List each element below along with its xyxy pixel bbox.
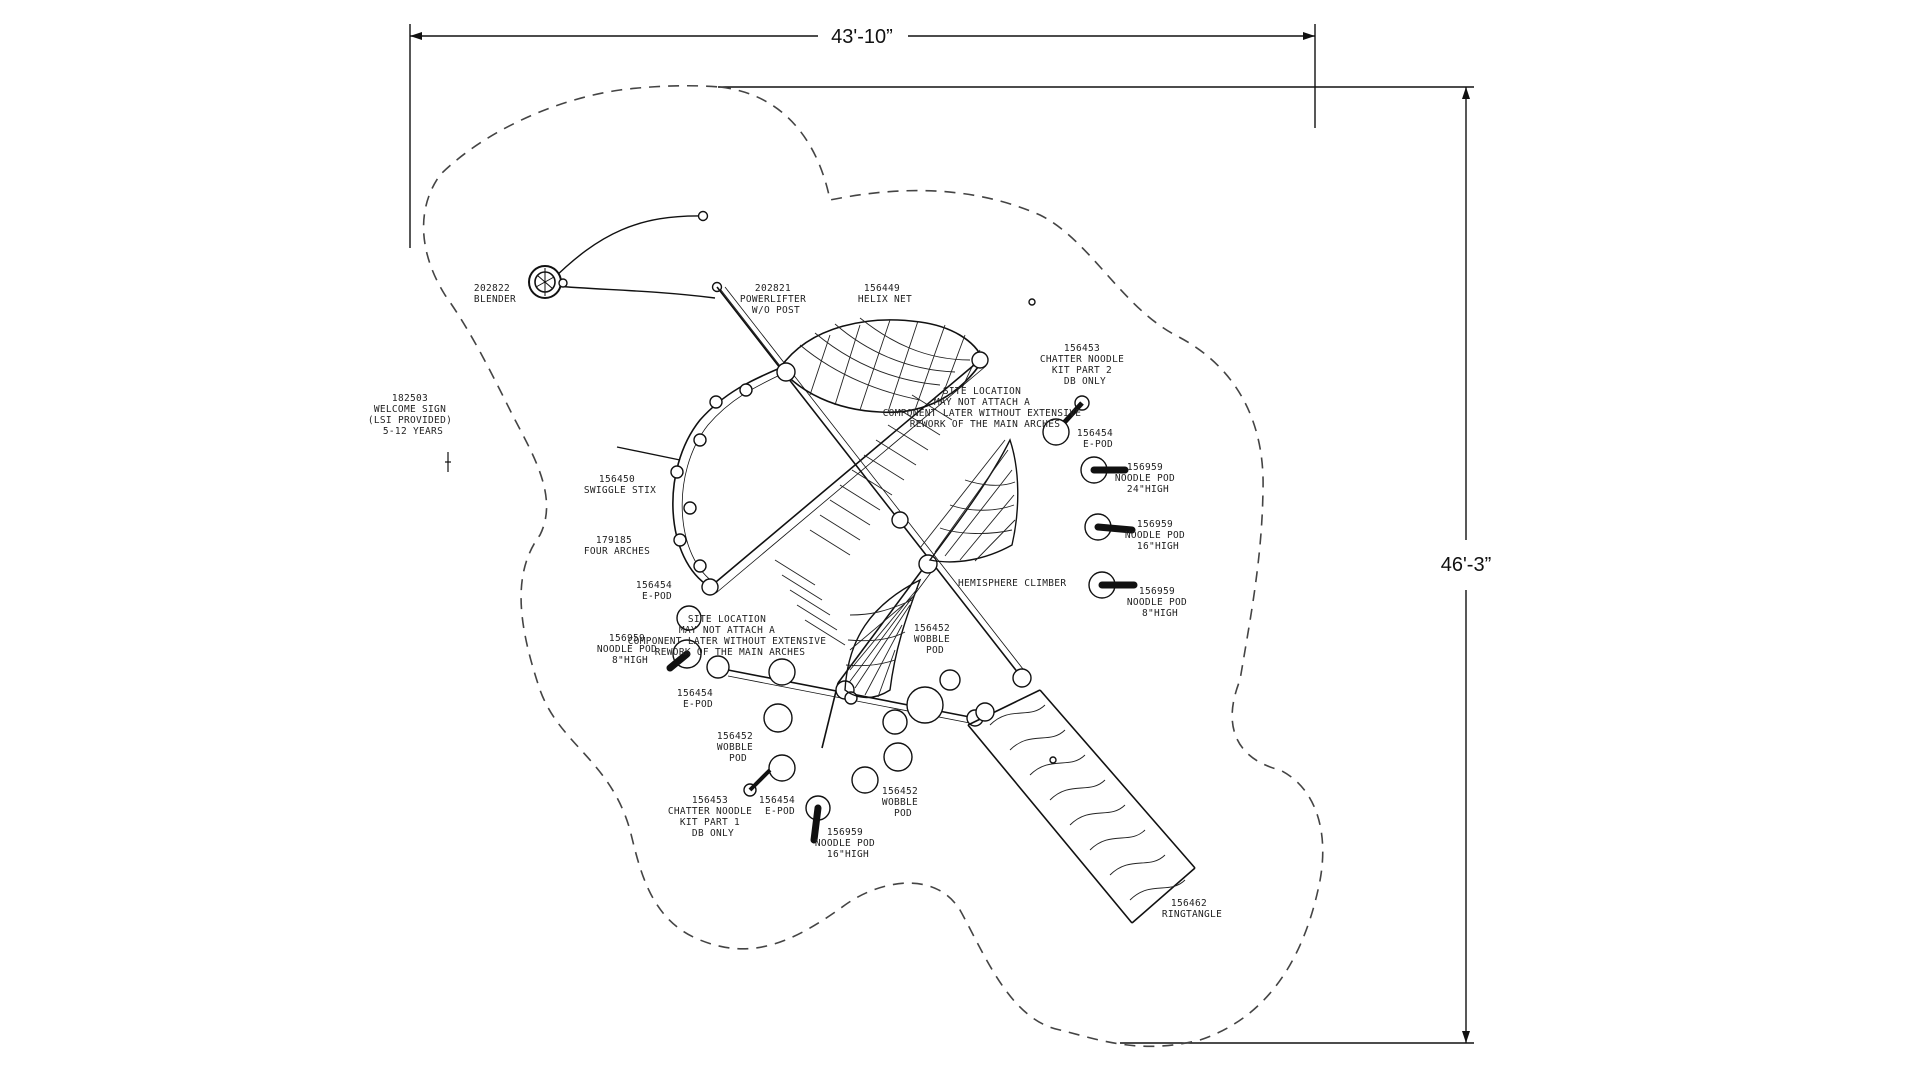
four-arches (672, 286, 1032, 749)
height-dimension: 46'-3” (718, 86, 1492, 1044)
pods (666, 298, 1138, 844)
label-hemisphere-climber: HEMISPHERE CLIMBER (958, 578, 1066, 589)
arch-ladders (774, 394, 953, 646)
label-noodle-pod-24: 156959 NOODLE POD 24"HIGH (1115, 462, 1181, 495)
hemisphere-climber (844, 438, 1019, 699)
swiggle-stix (616, 383, 753, 573)
label-noodle-pod-8-right: 156959 NOODLE POD 8"HIGH (1127, 586, 1193, 619)
height-dimension-text: 46'-3” (1441, 554, 1492, 576)
label-swiggle-stix: 156450 SWIGGLE STIX (584, 474, 656, 496)
label-helix-net: 156449 HELIX NET (858, 283, 912, 305)
label-ringtangle: 156462 RINGTANGLE (1162, 898, 1222, 920)
use-zone-boundary (422, 84, 1324, 1048)
label-chatter-noodle-2: 156453 CHATTER NOODLE KIT PART 2 DB ONLY (1040, 343, 1130, 387)
label-wobble-pod-3: 156452 WOBBLE POD (882, 786, 924, 819)
label-site-note-left: SITE LOCATION MAY NOT ATTACH A COMPONENT… (628, 614, 833, 658)
label-chatter-noodle-1: 156453 CHATTER NOODLE KIT PART 1 DB ONLY (668, 795, 758, 839)
welcome-sign (445, 452, 451, 472)
label-site-note-top: SITE LOCATION MAY NOT ATTACH A COMPONENT… (883, 386, 1088, 430)
ringtangle (967, 689, 1196, 924)
component-labels: 202822 BLENDER 202821 POWERLIFTER W/O PO… (368, 283, 1222, 920)
label-welcome-sign: 182503 WELCOME SIGN (LSI PROVIDED) 5-12 … (368, 393, 458, 437)
blender-component (528, 210, 716, 299)
label-epod-left-2: 156454 E-POD (677, 688, 719, 710)
label-noodle-pod-16-bottom: 156959 NOODLE POD 16"HIGH (815, 827, 881, 860)
width-dimension-text: 43'-10” (831, 26, 893, 48)
label-wobble-pod-1: 156452 WOBBLE POD (914, 623, 956, 656)
label-four-arches: 179185 FOUR ARCHES (584, 535, 650, 557)
label-wobble-pod-2: 156452 WOBBLE POD (717, 731, 759, 764)
label-noodle-pod-8-left: 156959 NOODLE POD 8"HIGH (597, 633, 663, 666)
label-powerlifter: 202821 POWERLIFTER W/O POST (740, 283, 812, 316)
label-epod-left-1: 156454 E-POD (636, 580, 678, 602)
width-dimension: 43'-10” (409, 24, 1316, 248)
label-epod-bottom: 156454 E-POD (759, 795, 801, 817)
label-noodle-pod-16-right: 156959 NOODLE POD 16"HIGH (1125, 519, 1191, 552)
label-blender: 202822 BLENDER (474, 283, 516, 305)
label-epod-right: 156454 E-POD (1077, 428, 1119, 450)
